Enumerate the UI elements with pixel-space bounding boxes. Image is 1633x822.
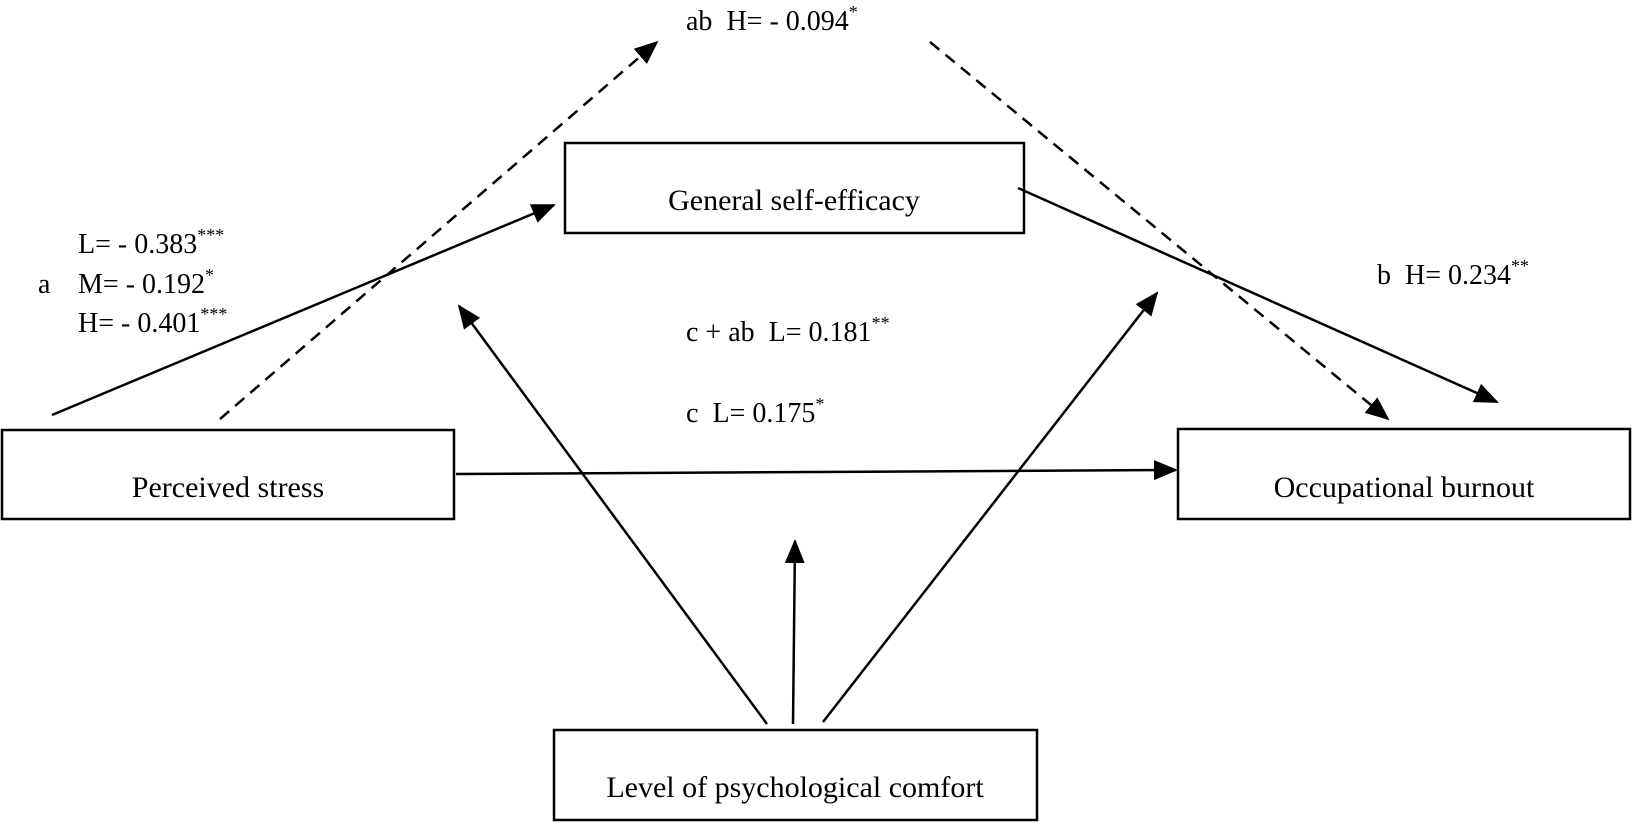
svg-text:L= - 0.383***: L= - 0.383***: [78, 225, 224, 260]
significance-marker: **: [872, 313, 890, 333]
arrow-moderation-path-c: [784, 539, 805, 725]
arrow-path-b: [1017, 186, 1499, 404]
node-box: [563, 141, 1026, 235]
node-perceived-stress: Perceived stress: [0, 428, 456, 521]
significance-marker: *: [815, 394, 824, 414]
node-level-of-psychological-comfort: Level of psychological comfort: [552, 728, 1039, 822]
arrow-moderation-path-b: [822, 291, 1159, 723]
path-prefix: c: [686, 398, 698, 429]
node-box: [552, 728, 1039, 822]
svg-text:H= - 0.401***: H= - 0.401***: [78, 304, 227, 339]
arrow-path-a: [51, 203, 556, 417]
label-indirect-ab: ab H= - 0.094*: [686, 2, 858, 37]
significance-marker: ***: [200, 304, 227, 324]
node-label: General self-efficacy: [668, 184, 920, 217]
node-box: [1176, 427, 1632, 521]
path-value-low: L= - 0.383: [78, 229, 197, 260]
significance-marker: *: [849, 2, 858, 22]
path-prefix: b: [1377, 260, 1391, 291]
label-path-a: L= - 0.383*** a M= - 0.192* H= - 0.401**…: [38, 225, 227, 339]
node-occupational-burnout: Occupational burnout: [1176, 427, 1632, 521]
significance-marker: ***: [197, 225, 224, 245]
svg-text:c + ab L= 0.181**: c + ab L= 0.181**: [686, 313, 890, 348]
path-value: L= 0.181: [769, 317, 872, 348]
path-value: L= 0.175: [712, 398, 815, 429]
label-direct-effect: c L= 0.175*: [686, 394, 824, 429]
path-prefix: a: [38, 269, 51, 300]
node-label: Level of psychological comfort: [606, 771, 984, 804]
node-label: Occupational burnout: [1274, 471, 1535, 504]
path-prefix: ab: [686, 6, 712, 37]
label-path-b: b H= 0.234**: [1377, 256, 1529, 291]
svg-text:ab H= - 0.094*: ab H= - 0.094*: [686, 2, 858, 37]
significance-marker: **: [1511, 256, 1529, 276]
path-value-mid: M= - 0.192: [78, 269, 205, 300]
significance-marker: *: [205, 265, 214, 285]
arrow-indirect-ab-up: [219, 40, 659, 420]
arrow-moderation-path-a: [457, 304, 769, 725]
label-total-effect: c + ab L= 0.181**: [686, 313, 890, 348]
path-value: H= - 0.094: [726, 6, 848, 37]
path-value-high: H= - 0.401: [78, 308, 200, 339]
node-box: [0, 428, 456, 521]
svg-text:a: a: [38, 269, 51, 300]
arrow-path-c: [455, 460, 1178, 481]
path-value: H= 0.234: [1405, 260, 1511, 291]
path-prefix: c + ab: [686, 317, 755, 348]
svg-text:M= - 0.192*: M= - 0.192*: [78, 265, 214, 300]
node-general-self-efficacy: General self-efficacy: [563, 141, 1026, 235]
node-label: Perceived stress: [132, 471, 324, 504]
svg-text:b H= 0.234**: b H= 0.234**: [1377, 256, 1529, 291]
svg-text:c L= 0.175*: c L= 0.175*: [686, 394, 824, 429]
